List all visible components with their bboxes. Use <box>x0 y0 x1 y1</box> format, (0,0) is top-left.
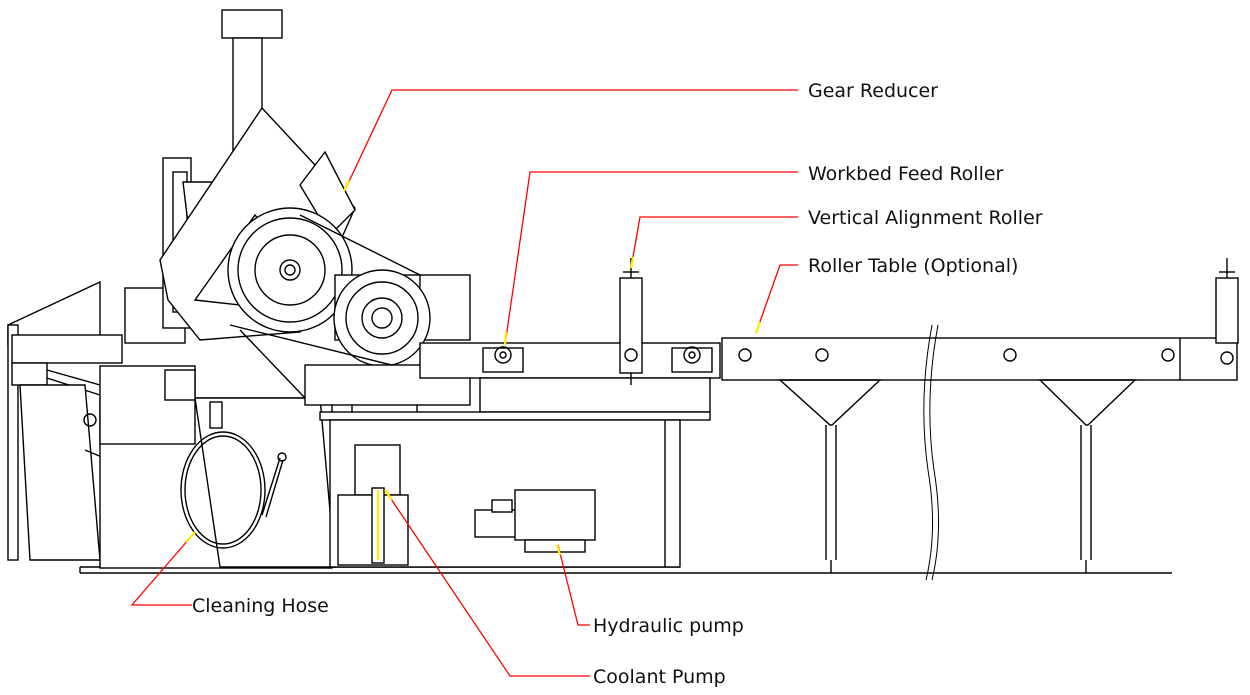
cleaning-hose-leader <box>130 531 196 606</box>
infeed-section <box>7 280 146 561</box>
cleaning-hose-coil <box>180 431 287 549</box>
hydraulic-pump-leader <box>557 544 590 626</box>
leader-lines <box>130 89 798 677</box>
roller-table <box>721 258 1239 581</box>
label-cleaning-hose: Cleaning Hose <box>192 595 329 617</box>
main-base <box>99 287 336 569</box>
gear-reducer-leader <box>344 89 798 191</box>
label-coolant-pump: Coolant Pump <box>593 666 726 688</box>
vertical-alignment-roller-leader <box>630 216 798 269</box>
workbed-feed-roller-leader <box>504 171 798 346</box>
label-roller-table: Roller Table (Optional) <box>808 255 1018 277</box>
vertical-alignment-roller <box>619 258 643 385</box>
coolant-pump <box>337 444 409 566</box>
label-hydraulic-pump: Hydraulic pump <box>593 615 744 637</box>
hydraulic-pump <box>474 489 596 553</box>
coolant-pump-leader <box>384 489 590 677</box>
roller-table-leader <box>755 264 798 334</box>
gear-reducer-assembly <box>159 106 471 428</box>
label-workbed-feed-roller: Workbed Feed Roller <box>808 163 1004 185</box>
label-vertical-alignment-roller: Vertical Alignment Roller <box>808 207 1043 229</box>
workbed-feed-rollers <box>482 346 713 373</box>
label-gear-reducer: Gear Reducer <box>808 80 938 102</box>
